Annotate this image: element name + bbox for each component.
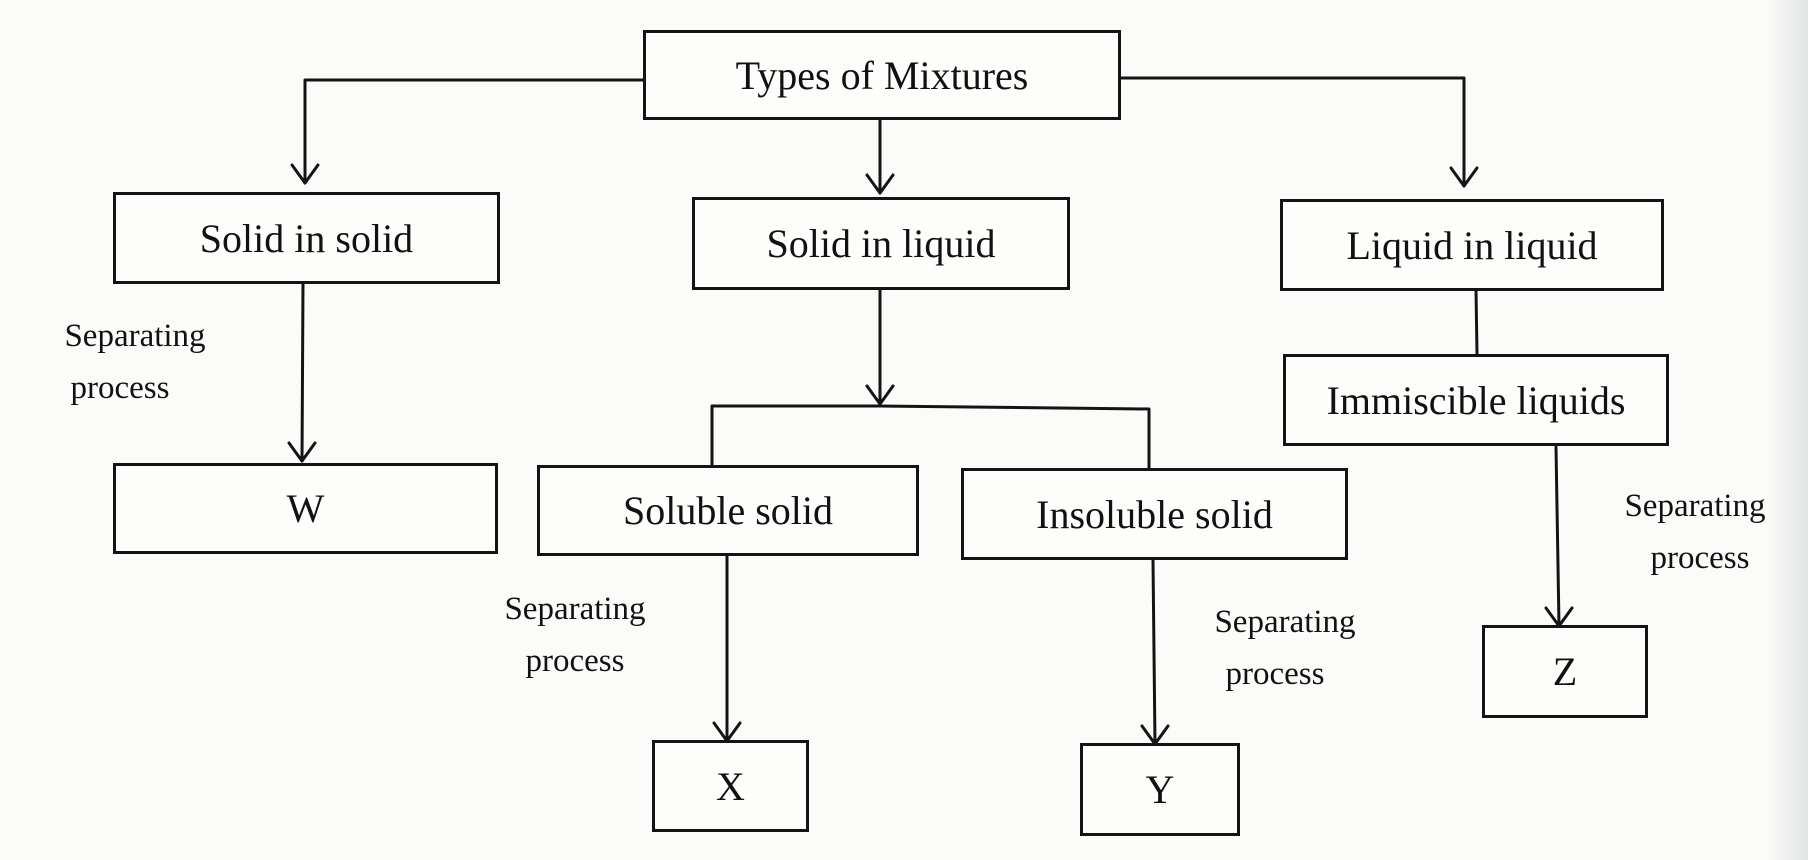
edge-label-line: Separating	[504, 591, 646, 627]
node-y: Y	[1080, 743, 1240, 836]
connector-branch-insoluble	[878, 404, 1151, 472]
node-label: Z	[1552, 649, 1578, 694]
arrowhead-icon	[290, 163, 320, 185]
connector-root-to-solid-in-solid	[303, 78, 647, 185]
node-z: Z	[1482, 625, 1648, 718]
connector-branch-soluble	[710, 404, 882, 469]
connector-liquid-to-immiscible	[1474, 288, 1479, 356]
arrowhead-icon	[287, 441, 317, 463]
node-types-of-mixtures: Types of Mixtures	[643, 30, 1121, 120]
node-solid-in-liquid: Solid in liquid	[692, 197, 1070, 290]
node-solid-in-solid: Solid in solid	[113, 192, 500, 284]
page-edge-shadow	[1768, 0, 1808, 860]
node-label: W	[286, 486, 325, 531]
node-label: Immiscible liquids	[1326, 377, 1626, 423]
edge-label-line: process	[70, 370, 170, 406]
arrowhead-icon	[865, 173, 895, 195]
node-label: Liquid in liquid	[1346, 222, 1598, 268]
edge-label-line: Separating	[64, 318, 206, 354]
edge-label-line: Separating	[1624, 488, 1766, 524]
edge-label-solid-in-solid-to-w: Separating process	[30, 310, 240, 414]
node-x: X	[652, 740, 809, 832]
connector-root-to-liquid-in-liquid	[1118, 76, 1466, 188]
edge-label-line: process	[1225, 656, 1325, 692]
arrowhead-icon	[1449, 166, 1479, 188]
edge-label-line: process	[1650, 540, 1750, 576]
node-insoluble-solid: Insoluble solid	[961, 468, 1348, 560]
connector-immiscible-to-z	[1554, 445, 1561, 628]
node-label: Types of Mixtures	[735, 52, 1029, 98]
node-label: X	[716, 763, 745, 809]
edge-label-line: process	[525, 643, 625, 679]
node-label: Insoluble solid	[1036, 491, 1273, 537]
arrowhead-icon	[865, 384, 895, 406]
node-label: Solid in liquid	[766, 221, 996, 266]
node-w: W	[113, 463, 498, 554]
connector-insoluble-to-y	[1151, 558, 1157, 746]
node-liquid-in-liquid: Liquid in liquid	[1280, 199, 1664, 291]
connector-solid-in-solid-to-w	[300, 281, 305, 463]
node-label: Y	[1145, 767, 1175, 812]
edge-label-insoluble-to-y: Separating process	[1180, 596, 1390, 700]
node-soluble-solid: Soluble solid	[537, 465, 919, 556]
edge-label-immiscible-to-z: Separating process	[1590, 480, 1800, 584]
node-label: Soluble solid	[622, 488, 834, 533]
edge-label-soluble-to-x: Separating process	[470, 583, 680, 687]
node-immiscible-liquids: Immiscible liquids	[1283, 354, 1669, 446]
node-label: Solid in solid	[199, 215, 414, 261]
edge-label-line: Separating	[1214, 604, 1356, 640]
